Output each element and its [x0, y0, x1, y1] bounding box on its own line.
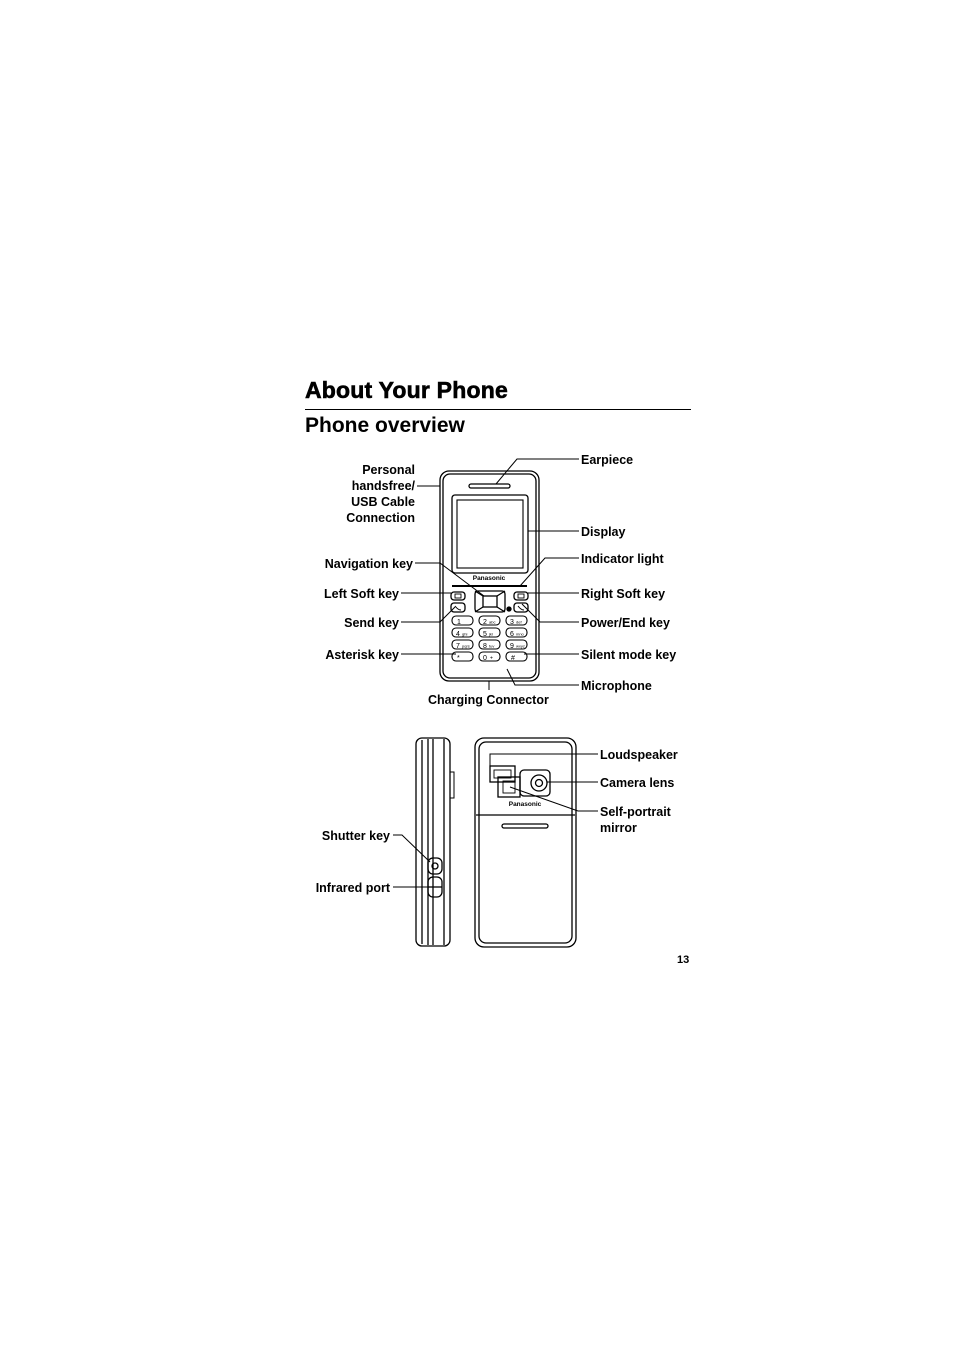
section-title: Phone overview [305, 414, 465, 437]
navigation-key-icon [474, 590, 506, 613]
label-power-end-key: Power/End key [581, 616, 670, 630]
label-send-key: Send key [344, 616, 399, 630]
earpiece-icon [468, 483, 511, 489]
key-digit: 1 [457, 619, 461, 626]
label-charging-connector: Charging Connector [428, 693, 549, 707]
page-number: 13 [677, 954, 690, 966]
key-letters: + [490, 656, 493, 662]
power-end-key-icon [513, 602, 529, 613]
key-letters: def [516, 620, 522, 625]
key-letters: mno [516, 632, 525, 637]
label-asterisk-key: Asterisk key [325, 648, 399, 662]
display-screen [451, 494, 529, 574]
label-shutter-key: Shutter key [321, 829, 390, 843]
key-digit: * [457, 655, 460, 662]
label-earpiece: Earpiece [581, 453, 634, 467]
infrared-port-icon [427, 876, 443, 898]
label-right-soft-key: Right Soft key [581, 587, 666, 601]
send-key-icon [450, 602, 466, 613]
label-mirror-line2: mirror [600, 821, 637, 835]
front-leader-lines [401, 458, 579, 690]
label-display: Display [581, 525, 626, 539]
label-infrared-port: Infrared port [315, 881, 390, 895]
key-digit: # [511, 655, 515, 662]
left-soft-key-icon [450, 591, 466, 601]
shutter-key-icon [427, 857, 443, 875]
back-brand-logo: Panasonic [509, 801, 542, 808]
side-leader-lines [393, 834, 431, 888]
label-camera-lens: Camera lens [600, 776, 675, 790]
indicator-light-icon [506, 606, 512, 612]
key-letters: jkl [488, 632, 493, 637]
key-digit: 8 [483, 643, 487, 650]
back-slot-icon [501, 823, 549, 829]
key-digit: 0 [483, 655, 487, 662]
right-soft-key-icon [513, 591, 529, 601]
key-digit: 6 [510, 631, 514, 638]
mirror-icon [497, 776, 521, 798]
side-phone-body [415, 737, 455, 947]
key-letters: abc [489, 620, 495, 625]
key-letters: wxyz [516, 644, 525, 649]
label-silent-mode-key: Silent mode key [581, 648, 677, 662]
key-letters: ghi [462, 632, 467, 637]
label-mirror-line1: Self-portrait [600, 805, 671, 819]
label-loudspeaker: Loudspeaker [600, 748, 678, 762]
key-digit: 3 [510, 619, 514, 626]
label-handsfree-line4: Connection [346, 511, 415, 525]
key-letters: pqrs [462, 644, 470, 649]
label-handsfree-line2: handsfree/ [351, 479, 415, 493]
keypad-labels: 1 2 abc 3 def 4 ghi 5 jkl 6 mno 7 pqrs 8… [456, 619, 525, 662]
key-digit: 7 [456, 643, 460, 650]
key-letters: tuv [489, 644, 494, 649]
title-rule [305, 409, 691, 410]
label-handsfree-line3: USB Cable [351, 495, 415, 509]
label-handsfree-line1: Personal [362, 463, 415, 477]
label-navigation-key: Navigation key [324, 557, 413, 571]
label-microphone: Microphone [581, 679, 652, 693]
label-left-soft-key: Left Soft key [323, 587, 399, 601]
loudspeaker-icon [489, 765, 516, 783]
back-leader-lines [489, 753, 598, 812]
page-title: About Your Phone [305, 377, 508, 404]
key-digit: 2 [483, 619, 487, 626]
key-digit: 5 [483, 631, 487, 638]
key-digit: 9 [510, 643, 514, 650]
key-digit: 4 [456, 631, 460, 638]
front-brand-logo: Panasonic [473, 575, 506, 582]
keypad [451, 615, 528, 662]
back-phone-body [474, 737, 577, 948]
label-indicator-light: Indicator light [581, 552, 664, 566]
